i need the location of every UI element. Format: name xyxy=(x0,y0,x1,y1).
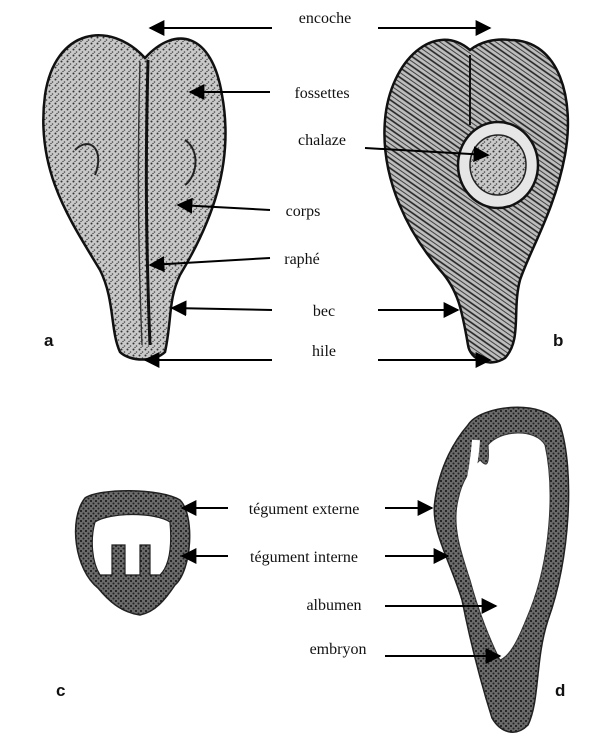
panel-label-c: c xyxy=(56,681,65,700)
label-hile: hile xyxy=(312,343,336,360)
section-c-drawing xyxy=(76,491,190,615)
label-tegument-interne: tégument interne xyxy=(250,549,358,566)
label-raphe: raphé xyxy=(284,251,320,268)
panel-label-a: a xyxy=(44,331,54,350)
section-d-drawing xyxy=(434,407,568,732)
label-encoche: encoche xyxy=(299,10,351,27)
label-fossettes: fossettes xyxy=(294,85,349,102)
label-corps: corps xyxy=(286,203,321,220)
panel-label-d: d xyxy=(555,681,565,700)
seed-b-drawing xyxy=(384,39,567,362)
seed-a-drawing xyxy=(43,35,225,359)
label-chalaze: chalaze xyxy=(298,132,346,149)
label-tegument-externe: tégument externe xyxy=(249,501,360,518)
label-bec: bec xyxy=(313,303,335,320)
label-embryon: embryon xyxy=(310,641,367,658)
panel-label-b: b xyxy=(553,331,563,350)
label-albumen: albumen xyxy=(306,597,361,614)
